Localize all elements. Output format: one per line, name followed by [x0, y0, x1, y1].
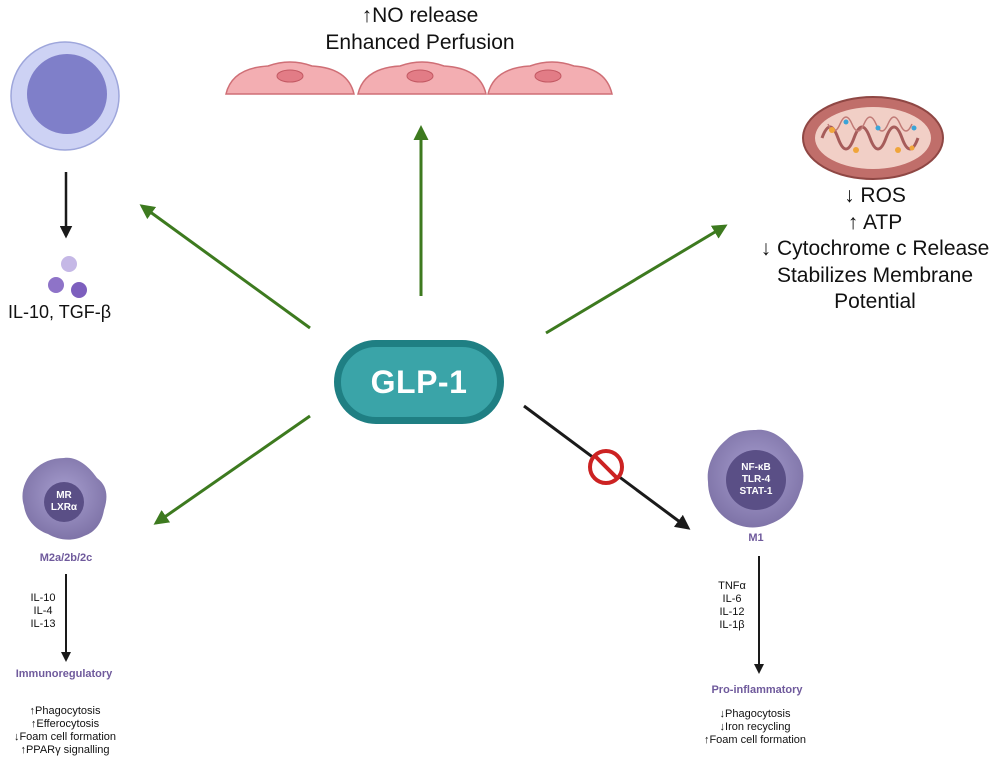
glp1-label: GLP-1 — [370, 363, 468, 400]
arrow-to-m2-macrophage — [153, 414, 311, 525]
m2-cytokine: IL-10 — [30, 592, 56, 604]
mitochondrion-icon — [802, 96, 944, 180]
m1-effect: ↓Iron recycling — [719, 721, 791, 733]
mito-effect-line: ↓ Cytochrome c Release — [760, 237, 990, 260]
m2-marker: MR — [56, 490, 72, 501]
m1-cytokines: TNFα IL-6 IL-12 IL-1β — [706, 580, 758, 632]
arrow-to-lymphocyte — [139, 204, 311, 330]
endothelial-effects: ↑NO release Enhanced Perfusion — [250, 2, 590, 56]
endothelial-effect-line: Enhanced Perfusion — [325, 31, 515, 54]
m1-effect: ↓Phagocytosis — [719, 708, 791, 720]
m2-effect: ↑Phagocytosis — [29, 705, 101, 717]
mito-effect-line: ↑ ATP — [847, 210, 903, 234]
m1-effects: ↓Phagocytosis ↓Iron recycling ↑Foam cell… — [680, 708, 830, 747]
mitochondria-effects: ↓ ROS ↑ ATP ↓ Cytochrome c Release Stabi… — [740, 183, 1000, 316]
m1-cytokine: TNFα — [718, 580, 746, 592]
cytokine-particles-icon — [48, 256, 87, 298]
m2-macrophage-icon — [22, 457, 107, 540]
m2-cytokine: IL-13 — [30, 618, 56, 630]
m2-cytokine: IL-4 — [33, 605, 53, 617]
endothelial-cells-icon — [225, 61, 613, 95]
m1-macrophage-icon — [707, 429, 804, 528]
m1-cytokine: IL-1β — [719, 619, 745, 631]
m2-marker: LXRα — [50, 502, 78, 513]
glp1-center-node: GLP-1 — [334, 340, 504, 424]
mito-effect-line: Stabilizes Membrane — [776, 263, 974, 287]
mito-effect-line: Potential — [834, 290, 916, 313]
inhibit-icon — [588, 449, 624, 485]
lymphocyte-cell-icon — [10, 41, 120, 151]
m1-marker: NF-κB — [741, 462, 771, 473]
m2-effect: ↑Efferocytosis — [30, 718, 100, 730]
m1-name: M1 — [748, 532, 764, 544]
m2-name: M2a/2b/2c — [39, 552, 93, 564]
m2-cytokines: IL-10 IL-4 IL-13 — [18, 592, 68, 631]
lymphocyte-cytokines: IL-10, TGF-β — [8, 302, 112, 322]
m1-cytokine: IL-12 — [719, 606, 745, 618]
m2-effects: ↑Phagocytosis ↑Efferocytosis ↓Foam cell … — [2, 705, 128, 757]
m2-effect: ↑PPARγ signalling — [20, 744, 110, 756]
arrow-to-mitochondrion — [545, 224, 728, 335]
m1-cytokine: IL-6 — [722, 593, 742, 605]
m2-markers: MR LXRα — [40, 490, 88, 514]
m2-role: Immunoregulatory — [15, 668, 113, 680]
mito-effect-line: ↓ ROS — [844, 184, 906, 207]
m2-effect: ↓Foam cell formation — [13, 731, 117, 743]
m1-role: Pro-inflammatory — [711, 684, 803, 696]
m1-marker: STAT-1 — [739, 486, 773, 497]
endothelial-effect-line: ↑NO release — [361, 4, 479, 27]
m1-effect: ↑Foam cell formation — [703, 734, 807, 746]
m1-markers: NF-κB TLR-4 STAT-1 — [726, 462, 786, 498]
m1-marker: TLR-4 — [741, 474, 771, 485]
